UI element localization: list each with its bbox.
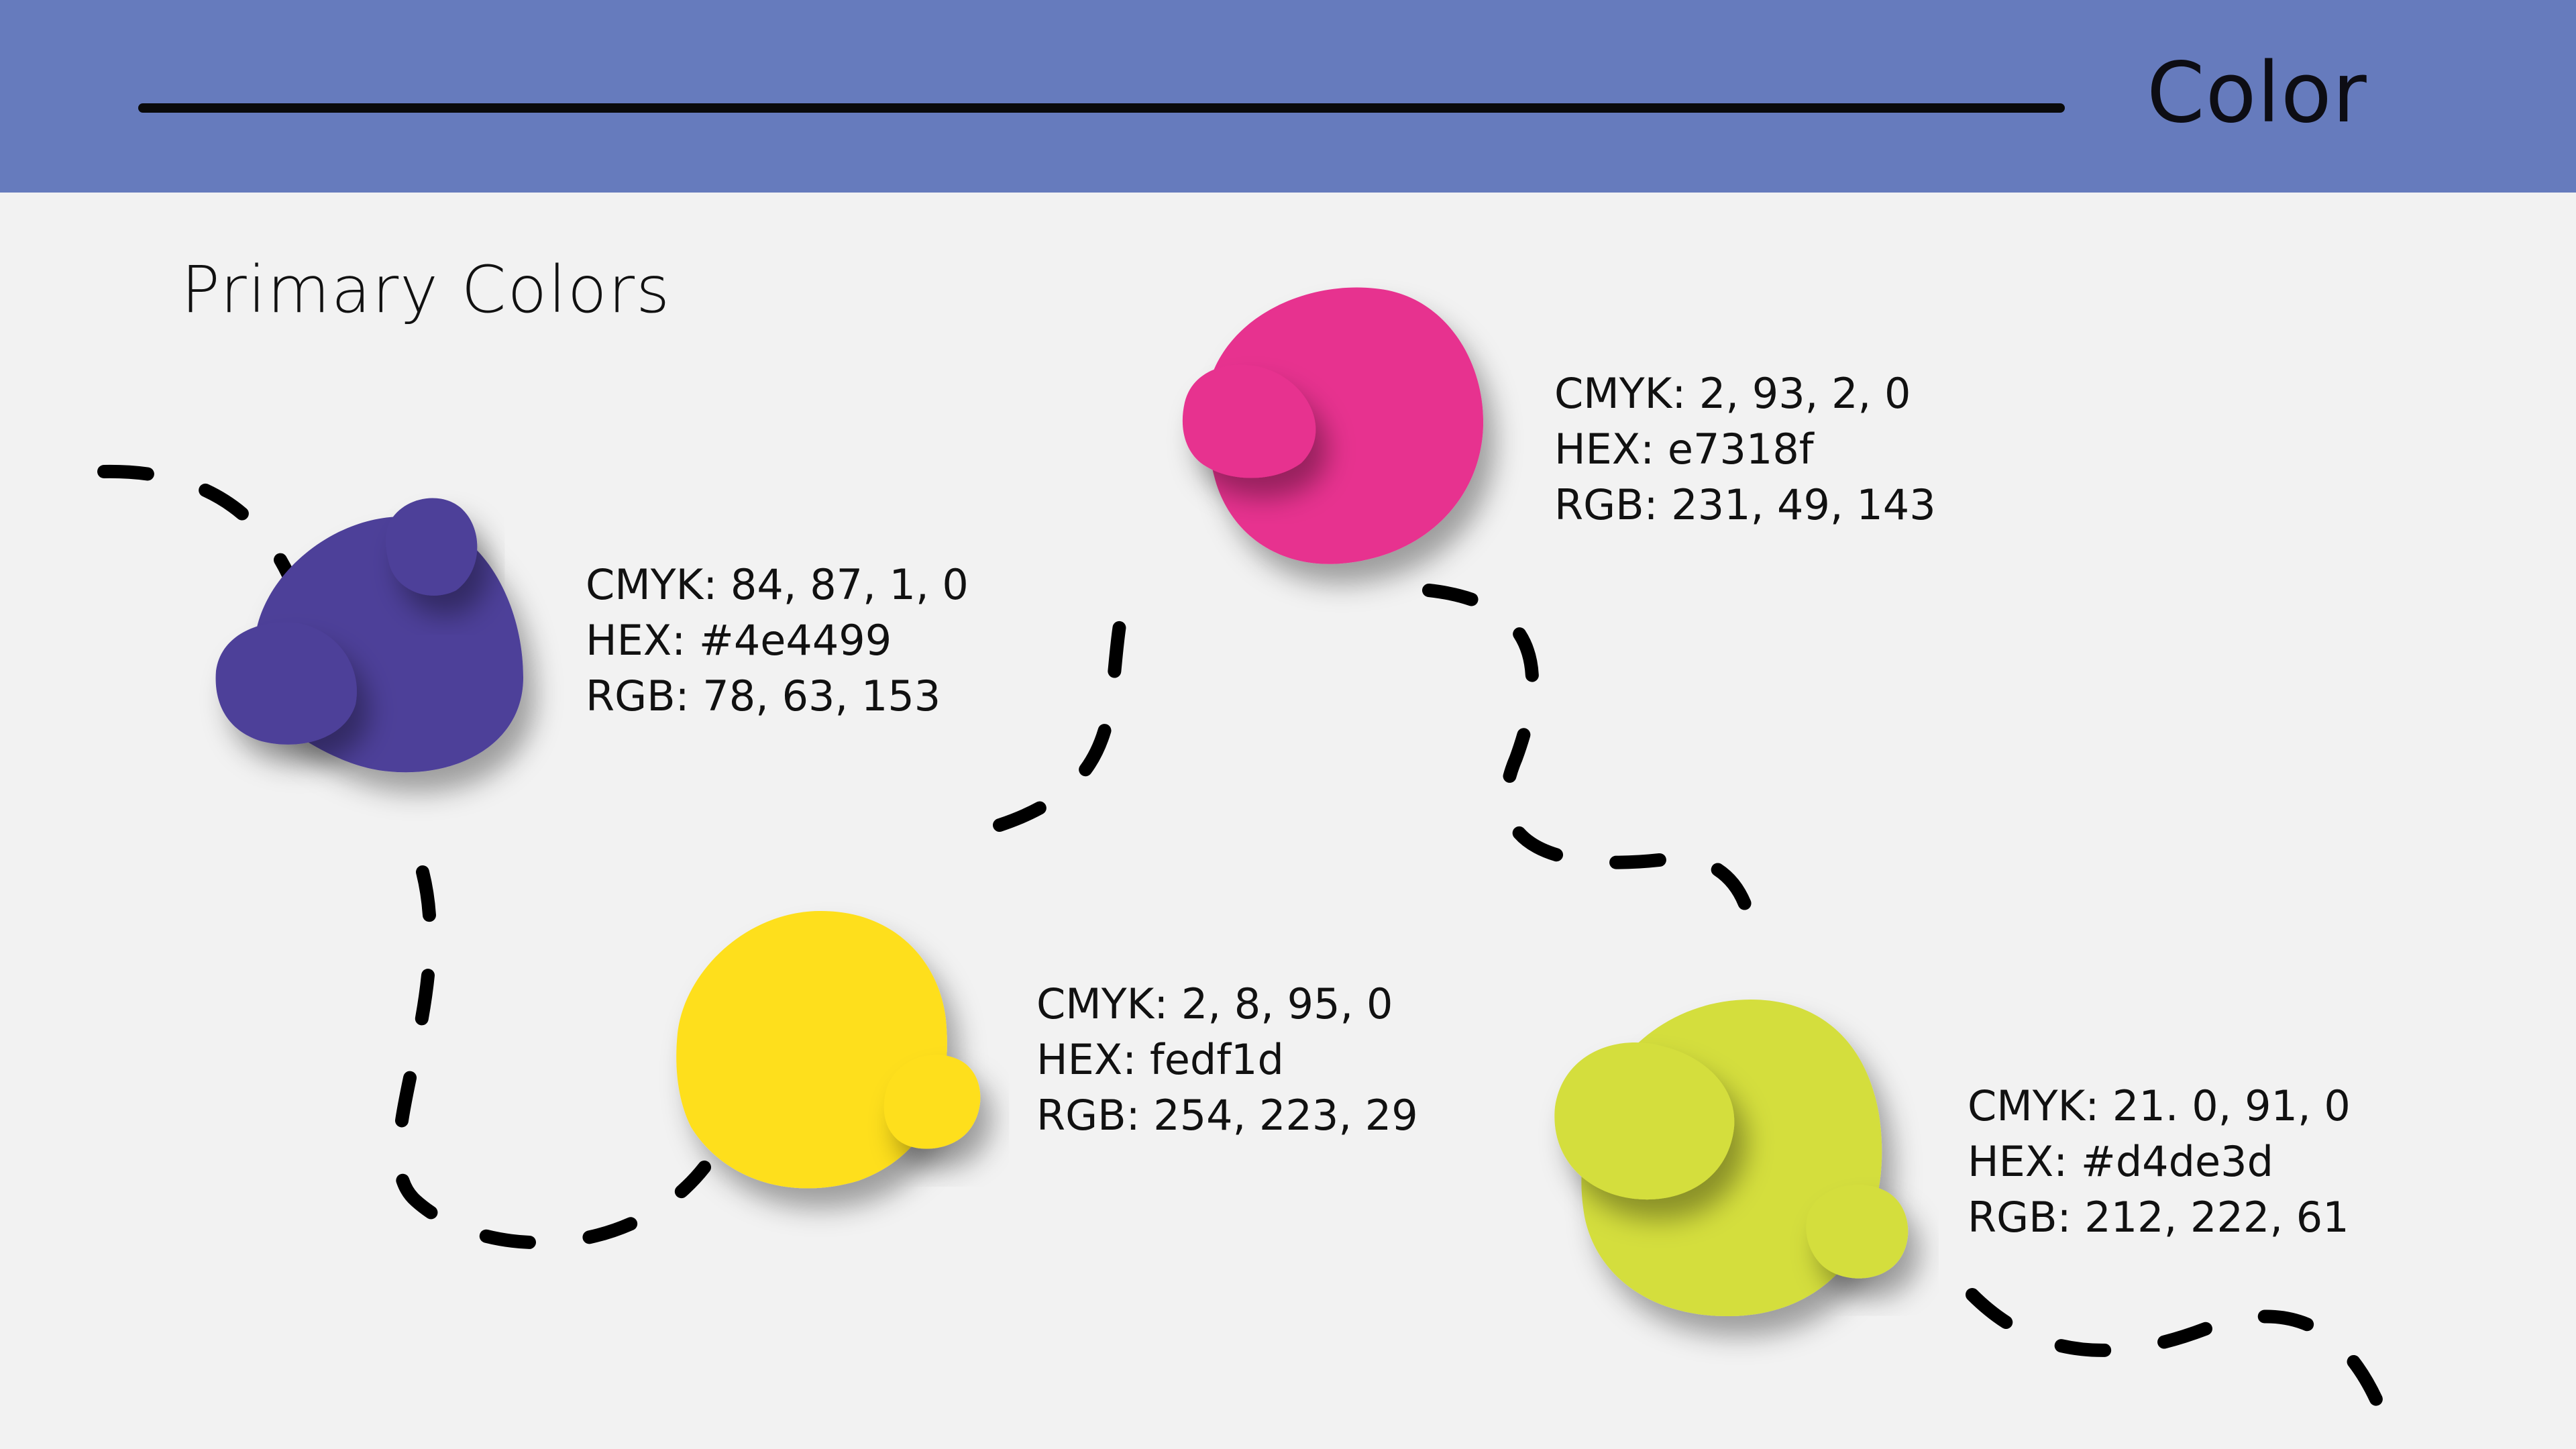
swatch-lime-rgb: RGB: 212, 222, 61 <box>1968 1193 2349 1242</box>
swatch-magenta-blob <box>1182 287 1484 564</box>
swatch-purple-info: CMYK: 84, 87, 1, 0 HEX: #4e4499 RGB: 78,… <box>586 557 969 724</box>
swatch-yellow-nub <box>883 1055 981 1149</box>
swatch-magenta-cmyk: CMYK: 2, 93, 2, 0 <box>1554 369 1911 418</box>
swatch-purple-nub-left <box>215 622 357 745</box>
swatch-yellow-info: CMYK: 2, 8, 95, 0 HEX: fedf1d RGB: 254, … <box>1036 976 1418 1143</box>
swatch-yellow-body <box>676 910 947 1189</box>
swatch-magenta-body <box>1205 287 1484 564</box>
swatch-purple-blob <box>215 498 523 773</box>
swatch-magenta-nub <box>1182 364 1316 478</box>
swatch-yellow-hex: HEX: fedf1d <box>1036 1035 1284 1084</box>
swatch-yellow-cmyk: CMYK: 2, 8, 95, 0 <box>1036 979 1393 1028</box>
swatch-purple-nub-top <box>386 498 478 596</box>
swatch-yellow-rgb: RGB: 254, 223, 29 <box>1036 1091 1418 1140</box>
swatch-lime-hex: HEX: #d4de3d <box>1968 1137 2273 1186</box>
swatch-purple-rgb: RGB: 78, 63, 153 <box>586 672 941 720</box>
page-title: Color <box>2147 45 2367 142</box>
swatch-purple-cmyk: CMYK: 84, 87, 1, 0 <box>586 560 969 609</box>
header-banner: Color <box>0 0 2576 193</box>
header-rule <box>138 103 2065 113</box>
swatch-purple-hex: HEX: #4e4499 <box>586 616 892 665</box>
swatch-yellow-blob <box>676 910 981 1189</box>
swatch-magenta-info: CMYK: 2, 93, 2, 0 HEX: e7318f RGB: 231, … <box>1554 366 1936 533</box>
swatch-lime-nub-top <box>1554 1042 1735 1200</box>
swatch-magenta-rgb: RGB: 231, 49, 143 <box>1554 480 1936 529</box>
swatch-lime-nub-bottom <box>1806 1185 1909 1279</box>
swatch-lime-cmyk: CMYK: 21. 0, 91, 0 <box>1968 1081 2351 1130</box>
swatch-magenta-hex: HEX: e7318f <box>1554 425 1814 474</box>
section-title: Primary Colors <box>181 252 672 327</box>
swatch-lime-info: CMYK: 21. 0, 91, 0 HEX: #d4de3d RGB: 212… <box>1968 1078 2351 1245</box>
swatch-lime-blob <box>1554 1000 1909 1317</box>
